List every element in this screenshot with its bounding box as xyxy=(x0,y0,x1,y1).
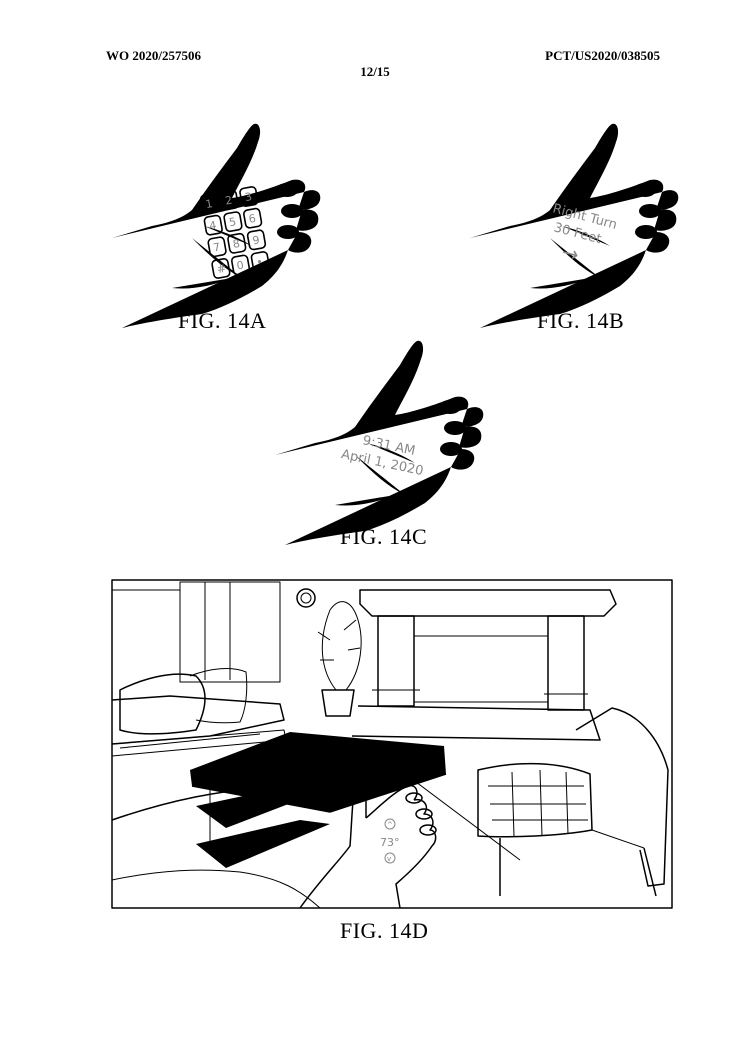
key-6: 6 xyxy=(248,212,257,226)
fig14a-keypad: 1 2 3 4 5 6 7 8 9 # 0 • xyxy=(199,186,270,279)
temperature-text: 73° xyxy=(380,836,400,849)
key-1: 1 xyxy=(204,197,213,211)
key-7: 7 xyxy=(212,240,221,254)
publication-number: WO 2020/257506 xyxy=(106,48,201,63)
chevron-up-icon xyxy=(384,818,396,830)
chevron-down-icon xyxy=(384,852,396,864)
fig14d-caption: FIG. 14D xyxy=(340,918,429,943)
key-0: 0 xyxy=(236,259,245,273)
key-9: 9 xyxy=(251,233,260,247)
fig14d-room-drawing xyxy=(111,579,673,909)
key-5: 5 xyxy=(228,215,237,229)
fig14a-caption: FIG. 14A xyxy=(178,308,267,333)
page-number: 12/15 xyxy=(360,64,390,79)
key-2: 2 xyxy=(224,194,233,208)
fig14c-caption: FIG. 14C xyxy=(340,524,428,549)
key-hash: # xyxy=(216,262,227,276)
application-number: PCT/US2020/038505 xyxy=(545,48,660,63)
key-3: 3 xyxy=(244,190,253,204)
key-8: 8 xyxy=(232,237,241,251)
fig14d-projection: ^ 73° v xyxy=(380,818,400,864)
right-arrow-icon: → xyxy=(559,239,581,267)
key-4: 4 xyxy=(208,219,217,233)
fig14c-projection: 9:31 AM April 1, 2020 xyxy=(340,433,425,479)
up-glyph: ^ xyxy=(387,821,393,829)
down-glyph: v xyxy=(387,855,391,863)
key-dot: • xyxy=(255,255,264,269)
fig14b-caption: FIG. 14B xyxy=(537,308,625,333)
